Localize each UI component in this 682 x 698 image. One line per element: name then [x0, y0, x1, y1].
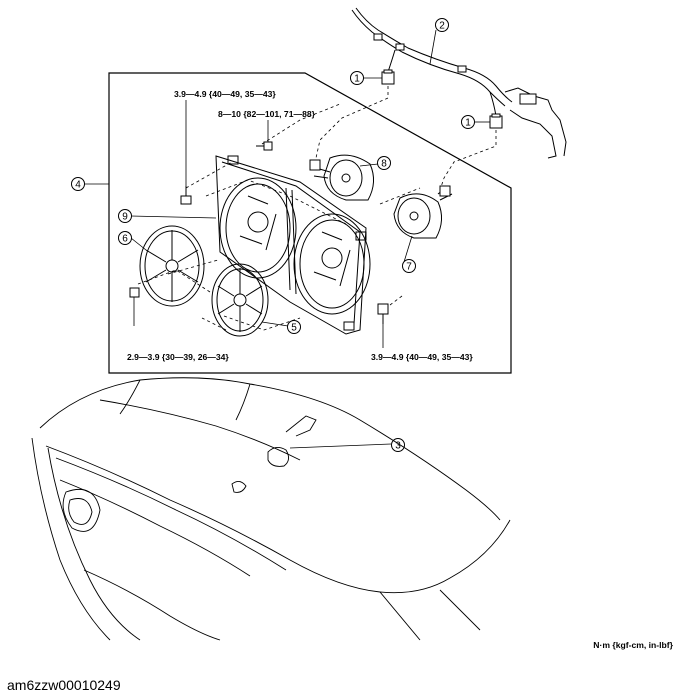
motor-bolt	[256, 141, 273, 151]
detail-frame	[108, 72, 512, 374]
vehicle-front-illustration	[31, 377, 511, 641]
connection-leader-lines	[137, 86, 497, 331]
harness-connector	[489, 113, 503, 129]
callout-3-connector: 3	[395, 441, 401, 452]
callout-circles	[71, 18, 475, 452]
units-note: N·m {kgf-cm, in-lbf}	[593, 640, 673, 650]
image-id: am6zzw00010249	[7, 677, 121, 693]
callout-9-shroud: 9	[122, 212, 128, 223]
mounting-nut-lower	[129, 287, 140, 298]
harness-connector	[381, 69, 395, 85]
callout-6-fan: 6	[122, 234, 128, 245]
mounting-bolt-right	[377, 303, 389, 324]
fan-motor-upper	[309, 154, 374, 201]
torque-spec-lower-nut: 2.9—3.9 {30—39, 26—34}	[127, 352, 229, 362]
callout-2-harness: 2	[439, 21, 445, 32]
torque-spec-right-bolt: 3.9—4.9 {40—49, 35—43}	[371, 352, 473, 362]
callout-4-assembly: 4	[75, 180, 81, 191]
callout-5-fan: 5	[291, 323, 297, 334]
cooling-fan-6	[139, 225, 205, 307]
callout-8-motor: 8	[381, 159, 387, 170]
callout-leader-lines	[84, 29, 490, 449]
callout-1-connector-upper: 1	[354, 74, 360, 85]
callout-7-motor: 7	[406, 262, 412, 273]
fan-shroud	[215, 155, 371, 335]
torque-leader-lines	[133, 100, 384, 348]
torque-spec-motor-bolt: 8—10 {82—101, 71—88}	[218, 109, 316, 119]
torque-spec-top-bolt: 3.9—4.9 {40—49, 35—43}	[174, 89, 276, 99]
fan-motor-lower	[393, 185, 453, 239]
mounting-bolt-top	[180, 186, 192, 205]
cooling-fan-5	[211, 263, 269, 337]
callout-1-connector-lower: 1	[465, 118, 471, 129]
